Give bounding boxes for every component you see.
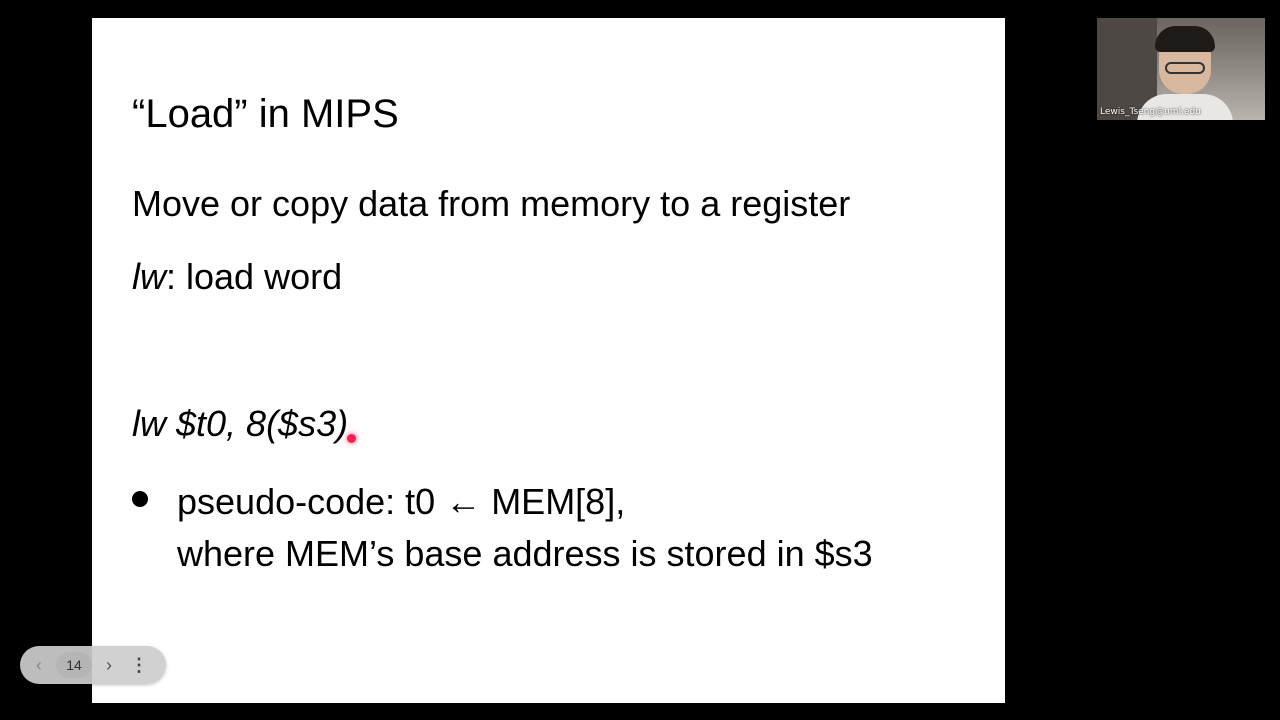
slide-title: “Load” in MIPS: [132, 92, 399, 136]
chevron-right-icon: ›: [106, 654, 112, 675]
chevron-left-icon: ‹: [36, 654, 42, 675]
lw-description: : load word: [166, 256, 343, 297]
participant-body: [1137, 94, 1233, 120]
participant-name: Lewis_Tseng@uml.edu: [1100, 107, 1201, 117]
slide-line-definition: Move or copy data from memory to a regis…: [132, 183, 851, 224]
previous-slide-button[interactable]: ‹: [24, 650, 54, 680]
participant-video[interactable]: Lewis_Tseng@uml.edu: [1097, 18, 1265, 120]
slide: “Load” in MIPS Move or copy data from me…: [92, 18, 1005, 703]
next-slide-button[interactable]: ›: [94, 650, 124, 680]
slide-line-example: lw $t0, 8($s3): [132, 403, 349, 444]
bullet-line-1: pseudo-code: t0 ← MEM[8],: [177, 481, 626, 522]
vertical-ellipsis-icon: ⋮: [130, 654, 148, 675]
bullet-line-2: where MEM’s base address is stored in $s…: [177, 533, 873, 574]
lw-keyword: lw: [132, 256, 166, 297]
slide-line-lw: lw: load word: [132, 256, 342, 298]
bullet-icon: [132, 491, 148, 507]
bullet-text: pseudo-code: t0 ← MEM[8], where MEM’s ba…: [177, 476, 873, 580]
more-options-button[interactable]: ⋮: [124, 650, 154, 680]
glasses-icon: [1165, 62, 1205, 74]
slide-pager: ‹ 14 › ⋮: [20, 646, 166, 684]
current-page-number[interactable]: 14: [56, 652, 92, 678]
laser-pointer-icon: [347, 434, 356, 443]
